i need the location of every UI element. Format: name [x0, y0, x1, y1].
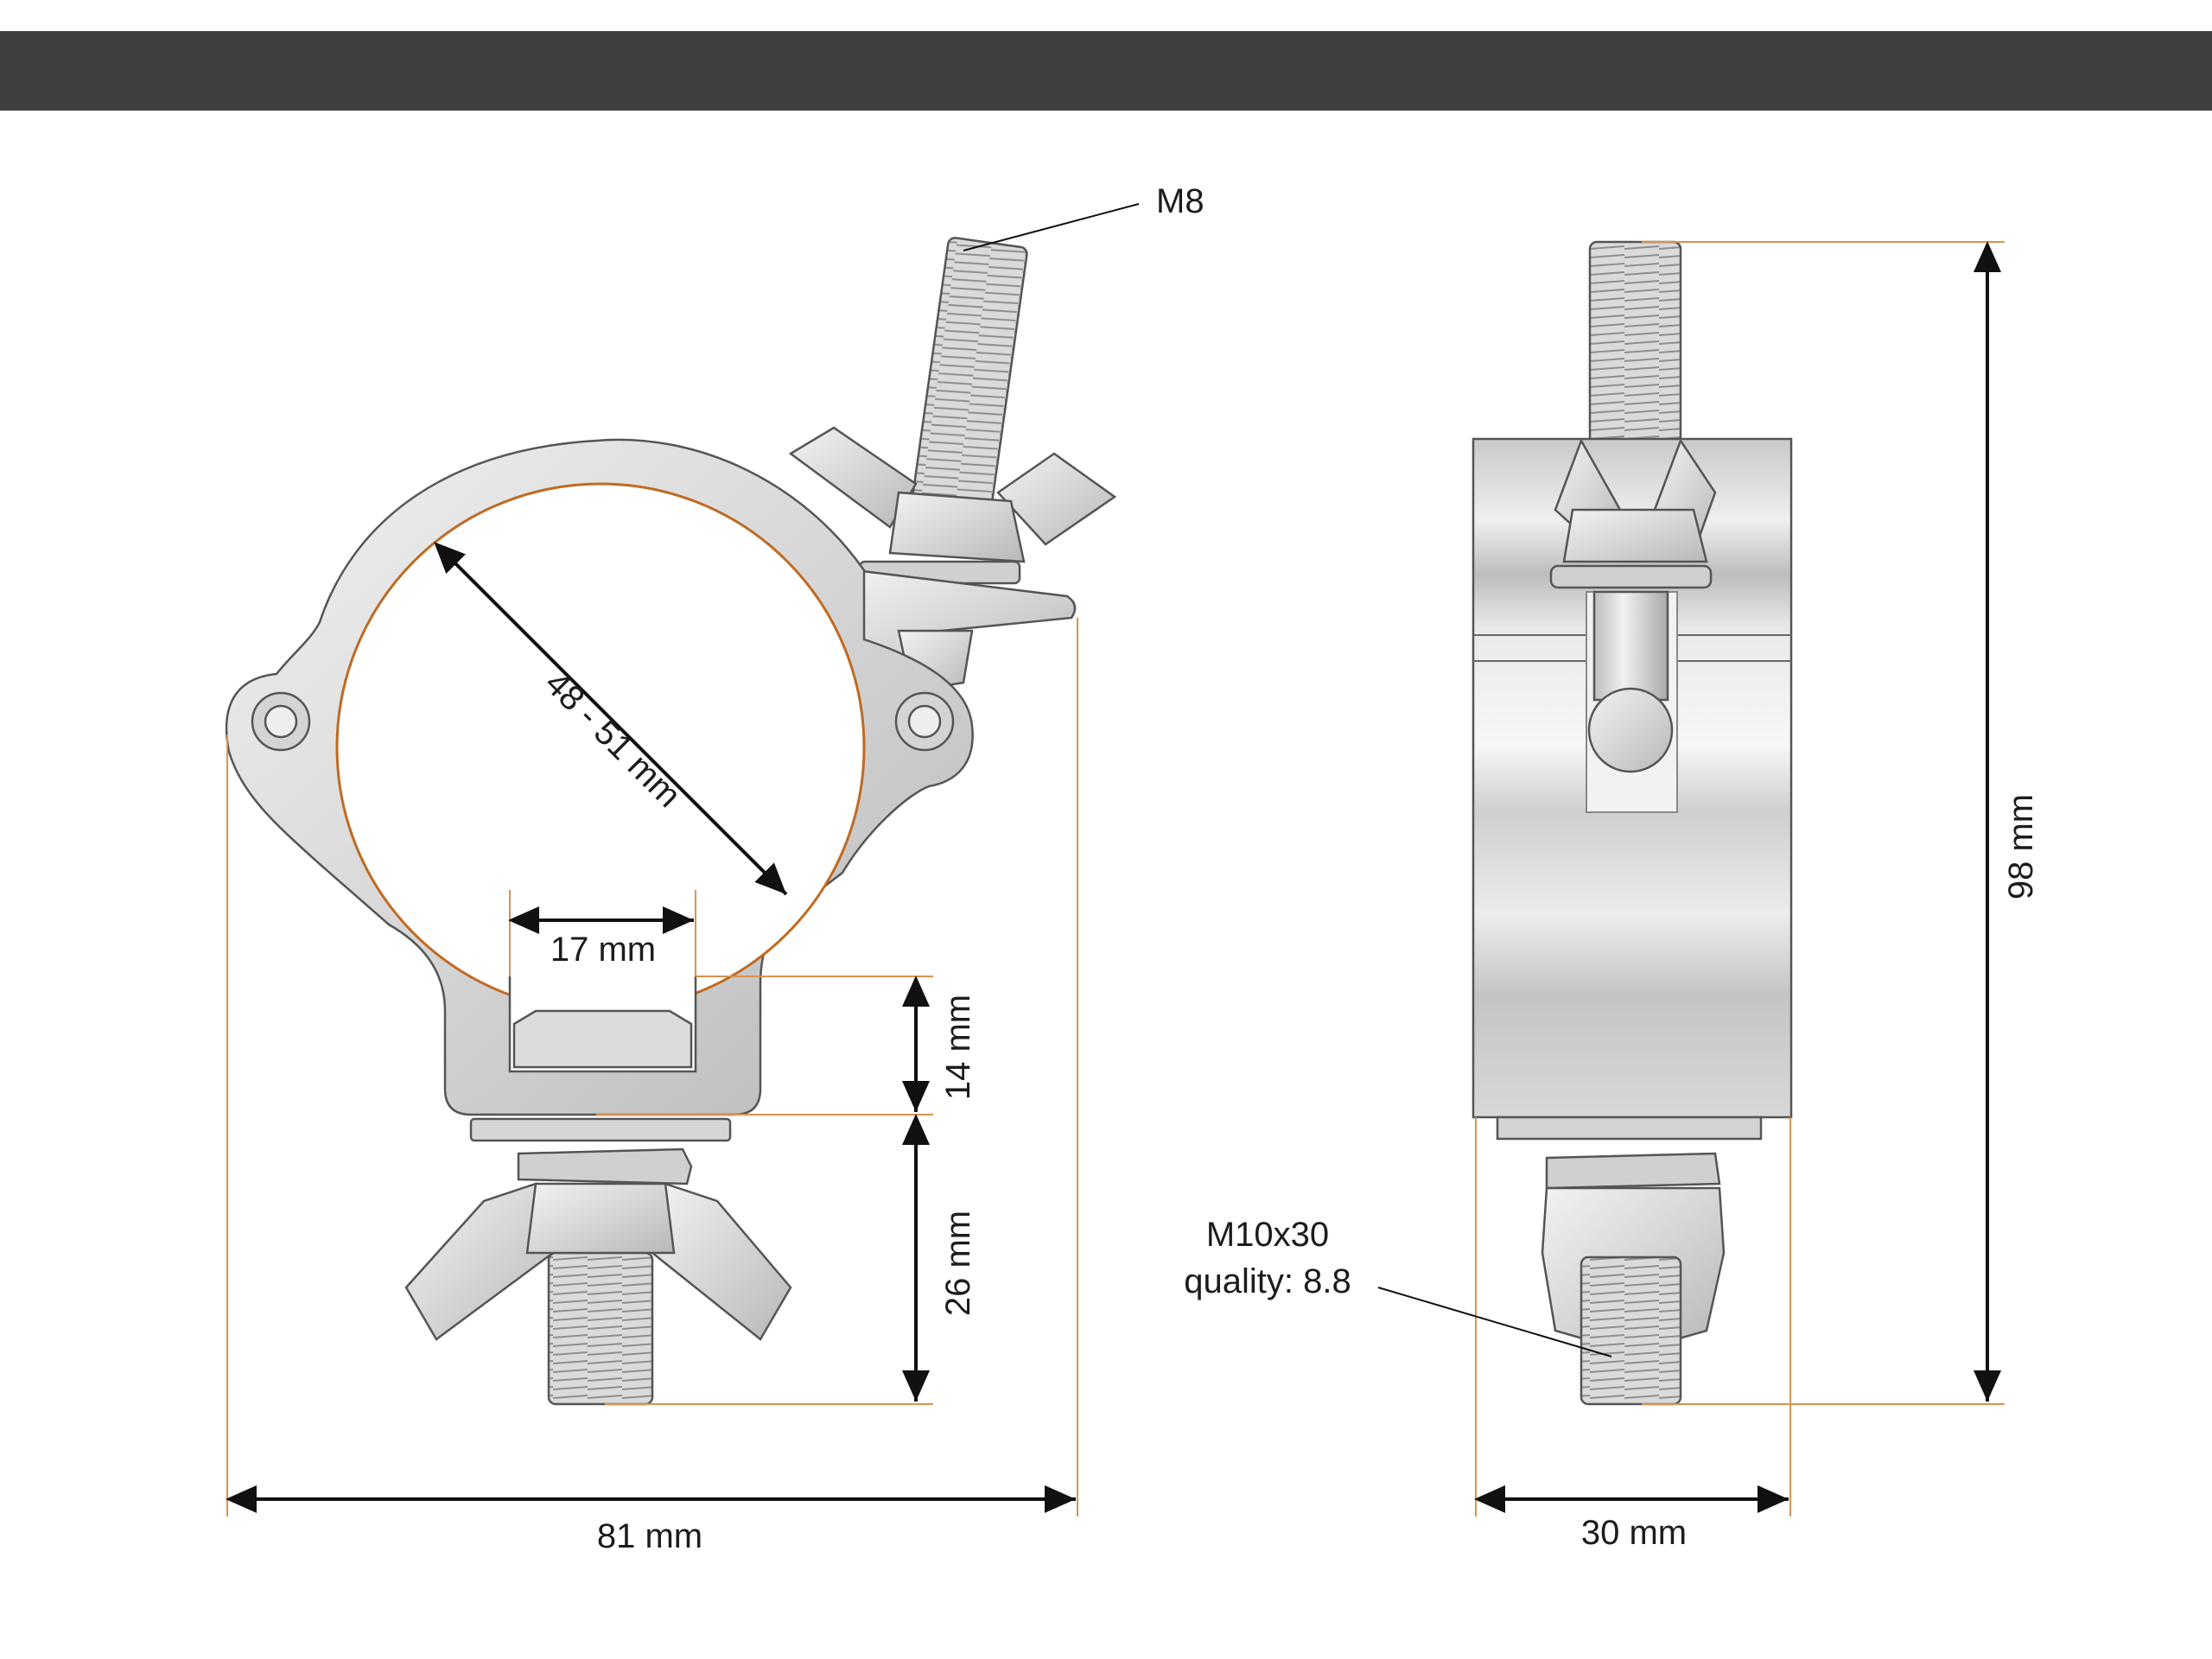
header-bar: [0, 31, 2212, 111]
slot-insert: [512, 1009, 693, 1069]
label-bolt-length: 26 mm: [939, 1211, 977, 1316]
label-depth: 30 mm: [1581, 1514, 1687, 1552]
label-bolt-bottom-line2: quality: 8.8: [1184, 1262, 1351, 1300]
bottom-washer: [469, 1117, 732, 1142]
left-hinge: [251, 691, 311, 752]
label-slot-width: 17 mm: [550, 931, 656, 969]
label-bolt-bottom-line1: M10x30: [1206, 1216, 1329, 1254]
side-bottom-bolt: [1580, 1255, 1682, 1406]
label-bolt-top: M8: [1156, 182, 1205, 220]
bottom-bolt: [547, 1251, 654, 1406]
label-total-height: 98 mm: [2002, 794, 2040, 899]
label-total-width: 81 mm: [597, 1517, 702, 1555]
bottom-wing-nut: [404, 1182, 792, 1341]
label-slot-depth: 14 mm: [939, 995, 977, 1100]
front-view: 48 - 51 mm 17 mm 14 mm 26 mm 81 mm M8: [225, 182, 1205, 1555]
right-hinge: [894, 691, 955, 752]
top-wing-nut: [788, 426, 1117, 585]
side-view: 98 mm 30 mm M10x30 quality: 8.8: [1184, 240, 2040, 1552]
